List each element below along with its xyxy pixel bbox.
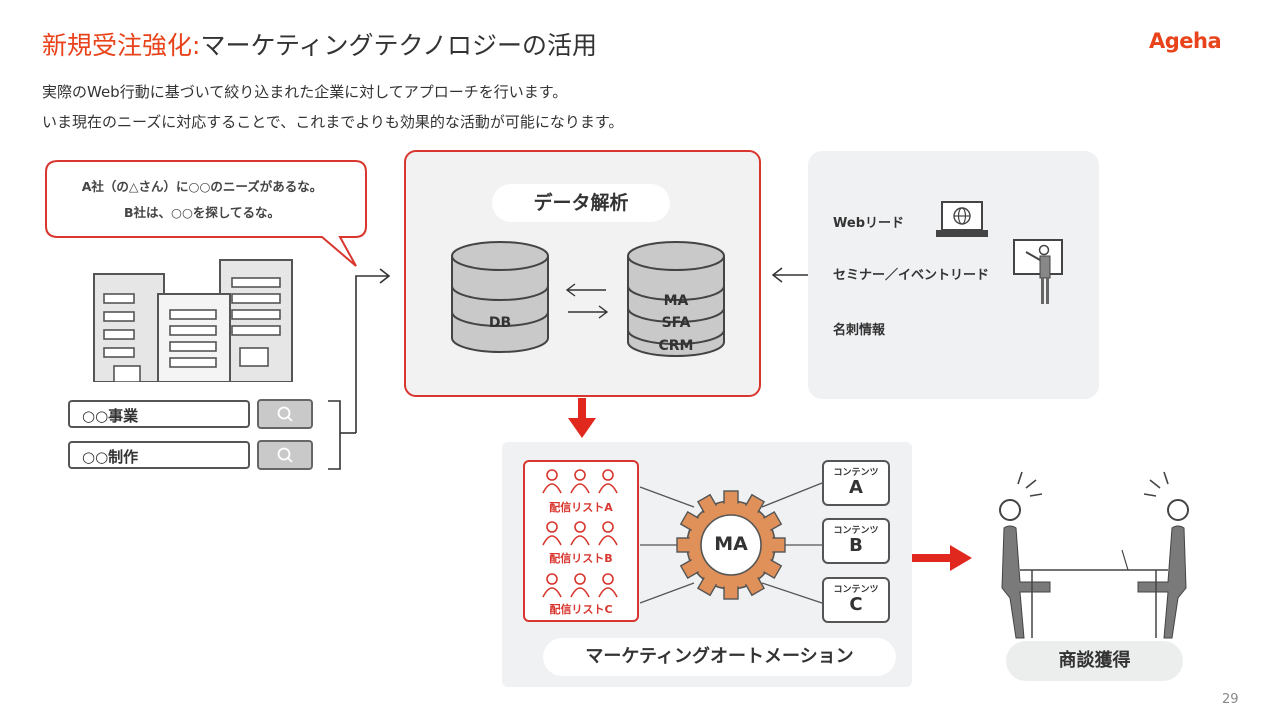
search-button[interactable] <box>257 399 313 429</box>
search-button[interactable] <box>257 440 313 470</box>
list-label-c: 配信リストC <box>549 603 613 616</box>
search-input-business[interactable]: ○○事業 <box>68 400 250 428</box>
db-label: DB <box>488 315 512 331</box>
stack-label-crm: CRM <box>658 338 694 354</box>
gear-label: MA <box>714 533 748 555</box>
arrow-down-icon <box>568 398 596 438</box>
people-group-icons <box>542 469 618 598</box>
search-text: ○○事業 <box>82 407 139 425</box>
list-label-a: 配信リストA <box>549 501 613 514</box>
title-accent: 新規受注強化: <box>42 31 201 60</box>
database-illustration <box>451 241 725 357</box>
distribution-lists-box <box>523 460 639 622</box>
ma-footer-label: マーケティングオートメーション <box>543 638 896 676</box>
bubble-line-1: A社（の△さん）に○○のニーズがあるな。 <box>81 179 323 194</box>
bubble-line-2: B社は、○○を探してるな。 <box>124 205 280 220</box>
description-line-1: 実際のWeb行動に基づいて絞り込まれた企業に対してアプローチを行います。 <box>42 83 568 101</box>
source-seminar-lead: セミナー／イベントリード <box>833 268 990 283</box>
search-icon <box>277 406 293 422</box>
search-input-production[interactable]: ○○制作 <box>68 441 250 469</box>
business-meeting-illustration <box>999 471 1189 639</box>
page-number: 29 <box>1222 692 1239 707</box>
data-analysis-title: データ解析 <box>492 184 670 222</box>
office-buildings-illustration <box>93 259 293 382</box>
stack-label-sfa: SFA <box>661 315 691 331</box>
search-icon <box>277 447 293 463</box>
laptop-icon <box>936 201 988 237</box>
description-line-2: いま現在のニーズに対応することで、これまでよりも効果的な活動が可能になります。 <box>42 113 624 131</box>
presenter-icon <box>1013 239 1063 304</box>
title-main: マーケティングテクノロジーの活用 <box>200 31 597 60</box>
speech-bubble <box>45 160 367 267</box>
list-label-b: 配信リストB <box>549 552 613 565</box>
ma-gear-icon <box>676 490 786 600</box>
brand-logo: Ageha <box>1149 29 1222 53</box>
arrow-right-icon <box>912 545 972 571</box>
source-web-lead: Webリード <box>833 216 904 231</box>
flow-bracket-arrow <box>328 268 391 470</box>
page-title: 新規受注強化:マーケティングテクノロジーの活用 <box>42 26 597 62</box>
search-text: ○○制作 <box>82 448 139 466</box>
stack-label-ma: MA <box>663 293 689 309</box>
deal-acquired-label: 商談獲得 <box>1006 641 1183 681</box>
source-business-card: 名刺情報 <box>833 323 886 338</box>
